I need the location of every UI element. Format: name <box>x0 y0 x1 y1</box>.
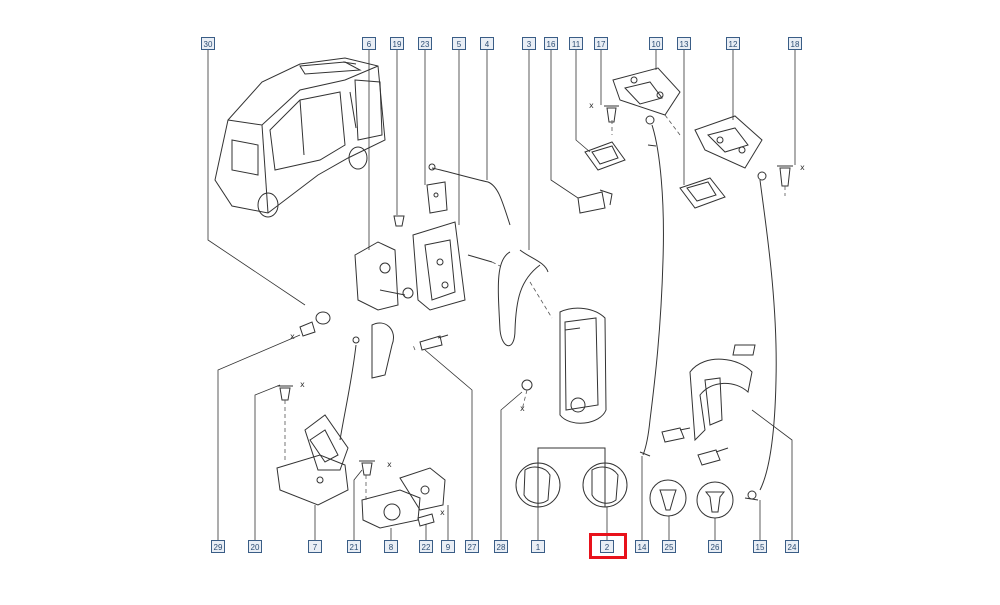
label-leaders <box>207 50 796 540</box>
x-mark: x <box>520 404 525 413</box>
lock-body <box>354 241 414 311</box>
grommet <box>299 311 331 337</box>
small-clip <box>426 181 448 214</box>
part-label-10: 10 <box>649 37 663 50</box>
screw-27 <box>419 334 449 351</box>
part-label-28: 28 <box>494 540 508 553</box>
part-label-27: 27 <box>465 540 479 553</box>
part-label-2: 2 <box>600 540 614 553</box>
bolt-17 <box>604 105 619 123</box>
part-label-23: 23 <box>418 37 432 50</box>
bracket-12 <box>694 115 763 169</box>
part-label-4: 4 <box>480 37 494 50</box>
plate-24 <box>732 344 756 356</box>
part-label-14: 14 <box>635 540 649 553</box>
part-label-17: 17 <box>594 37 608 50</box>
lever-rod <box>339 336 360 441</box>
cable-14 <box>639 115 664 457</box>
part-label-16: 16 <box>544 37 558 50</box>
van-illustration <box>214 57 386 218</box>
screw-25 <box>649 427 691 517</box>
x-mark: x <box>290 332 295 341</box>
cable-15 <box>744 171 777 501</box>
screw-26 <box>696 447 734 519</box>
detail-bracket-line <box>537 447 606 507</box>
rod-3 <box>497 249 549 347</box>
part-label-19: 19 <box>390 37 404 50</box>
pad-13 <box>679 177 726 209</box>
part-label-7: 7 <box>308 540 322 553</box>
x-mark: x <box>300 380 305 389</box>
dashed-leaders <box>284 114 786 500</box>
key-cover-16 <box>577 189 613 214</box>
rod-4 <box>428 163 511 226</box>
x-mark: x <box>800 163 805 172</box>
part-label-26: 26 <box>708 540 722 553</box>
pad-11 <box>584 141 626 171</box>
part-label-11: 11 <box>569 37 583 50</box>
part-label-20: 20 <box>248 540 262 553</box>
part-label-6: 6 <box>362 37 376 50</box>
part-label-8: 8 <box>384 540 398 553</box>
highlight-box <box>589 533 627 559</box>
striker-7 <box>276 414 349 506</box>
x-mark: x <box>387 460 392 469</box>
x-mark: x <box>440 508 445 517</box>
bolt-18 <box>777 165 793 187</box>
part-label-18: 18 <box>788 37 802 50</box>
handle-grip <box>371 322 394 379</box>
screw-19 <box>393 215 405 227</box>
part-label-22: 22 <box>419 540 433 553</box>
inner-handle <box>689 358 753 442</box>
x-mark: x <box>589 101 594 110</box>
part-label-24: 24 <box>785 540 799 553</box>
part-label-25: 25 <box>662 540 676 553</box>
part-label-15: 15 <box>753 540 767 553</box>
part-label-1: 1 <box>531 540 545 553</box>
latch-bracket <box>412 221 493 311</box>
part-label-13: 13 <box>677 37 691 50</box>
handle-bezel <box>559 307 607 424</box>
screw-20 <box>277 385 293 401</box>
screw-21 <box>359 460 375 476</box>
part-label-21: 21 <box>347 540 361 553</box>
part-label-30: 30 <box>201 37 215 50</box>
part-label-5: 5 <box>452 37 466 50</box>
screw-22 <box>417 513 435 527</box>
nut <box>521 379 533 391</box>
part-label-3: 3 <box>522 37 536 50</box>
part-label-29: 29 <box>211 540 225 553</box>
part-label-9: 9 <box>441 540 455 553</box>
part-label-12: 12 <box>726 37 740 50</box>
bracket-10 <box>612 67 681 116</box>
hinge-8-9 <box>361 467 446 529</box>
